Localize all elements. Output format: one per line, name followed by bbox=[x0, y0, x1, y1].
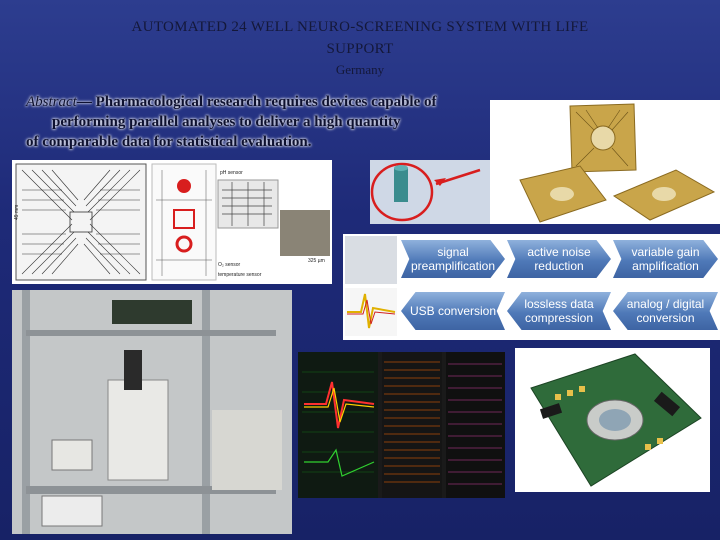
abstract-lead: Abstract bbox=[26, 94, 77, 110]
title-line-1: AUTOMATED 24 WELL NEURO-SCREENING SYSTEM… bbox=[131, 19, 589, 35]
step-usb-conversion: USB conversion bbox=[401, 292, 505, 330]
amplifier-module-image bbox=[345, 236, 397, 284]
abstract-line-3: of comparable data for statistical evalu… bbox=[26, 134, 312, 150]
pcb-board-photo bbox=[515, 348, 710, 492]
title-line-2: SUPPORT bbox=[326, 41, 394, 57]
software-screenshots bbox=[298, 352, 505, 498]
mea-chips-image bbox=[490, 100, 720, 224]
abstract-line-1: — Pharmacological research requires devi… bbox=[76, 94, 437, 110]
ph-sensor-marker bbox=[177, 179, 191, 193]
step-active-noise-reduction: active noise reduction bbox=[507, 240, 611, 278]
sensor-layout-figure: 49 mm pH sensor O₂ sensor temperature se… bbox=[12, 160, 332, 284]
scale-label: 325 µm bbox=[308, 258, 325, 264]
o2-sensor-label: O₂ sensor bbox=[218, 262, 241, 268]
slide-title: AUTOMATED 24 WELL NEURO-SCREENING SYSTEM… bbox=[40, 16, 680, 60]
waveform-image bbox=[345, 288, 397, 336]
signal-chain-diagram: signal preamplification active noise red… bbox=[343, 234, 720, 340]
lab-setup-photo bbox=[12, 290, 292, 534]
abstract-line-2: performing parallel analyses to deliver … bbox=[52, 114, 401, 130]
step-analog-digital-conversion: analog / digital conversion bbox=[613, 292, 718, 330]
microscope-image bbox=[280, 210, 330, 256]
electrode-layout-drawing: 49 mm pH sensor O₂ sensor temperature se… bbox=[14, 163, 330, 281]
o2-sensor-marker bbox=[175, 235, 193, 253]
dimension-label: 49 mm bbox=[14, 205, 20, 220]
step-signal-preamplification: signal preamplification bbox=[401, 240, 505, 278]
step-variable-gain-amplification: variable gain amplification bbox=[613, 240, 718, 278]
sensor-closeup-image bbox=[370, 160, 490, 224]
temperature-sensor-label: temperature sensor bbox=[218, 272, 262, 278]
slide-subtitle: Germany bbox=[335, 62, 385, 77]
abstract-text: Abstract— Pharmacological research requi… bbox=[26, 92, 496, 152]
ph-sensor-label: pH sensor bbox=[220, 170, 243, 176]
step-lossless-data-compression: lossless data compression bbox=[507, 292, 611, 330]
temperature-sensor-marker bbox=[173, 209, 195, 229]
